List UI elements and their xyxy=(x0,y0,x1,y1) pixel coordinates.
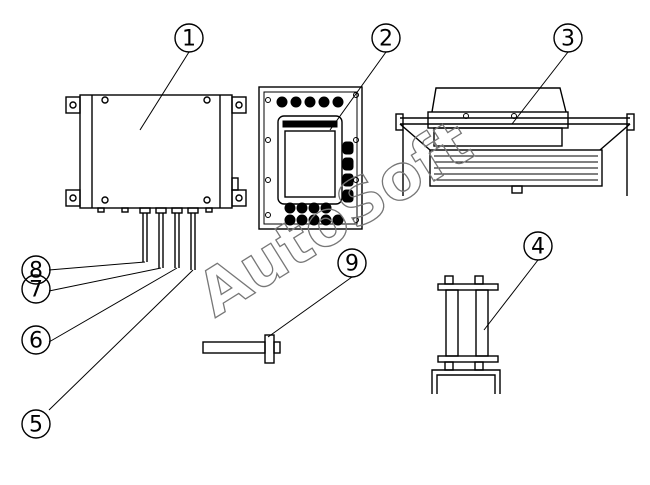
pin xyxy=(202,334,281,364)
post-bracket xyxy=(431,275,501,394)
display-panel xyxy=(258,86,363,230)
watermark-text: AutoSoft xyxy=(184,105,484,330)
callout-9: 9 xyxy=(337,248,367,278)
leader-lines xyxy=(48,51,569,411)
callout-1-label: 1 xyxy=(182,27,196,52)
callout-4: 4 xyxy=(523,231,553,261)
callout-6-label: 6 xyxy=(29,329,43,354)
callout-8: 8 xyxy=(21,255,51,285)
control-box xyxy=(65,94,247,270)
callout-4-label: 4 xyxy=(531,235,545,260)
callout-8-label: 8 xyxy=(29,259,43,284)
sensor-unit-bracket xyxy=(395,87,635,196)
callout-3-label: 3 xyxy=(561,27,575,52)
callout-2-label: 2 xyxy=(379,27,393,52)
callout-5: 5 xyxy=(21,409,51,439)
callout-9-label: 9 xyxy=(345,252,359,277)
callout-2: 2 xyxy=(371,23,401,53)
callout-5-label: 5 xyxy=(29,413,43,438)
callout-3: 3 xyxy=(553,23,583,53)
callout-1: 1 xyxy=(174,23,204,53)
callout-6: 6 xyxy=(21,325,51,355)
